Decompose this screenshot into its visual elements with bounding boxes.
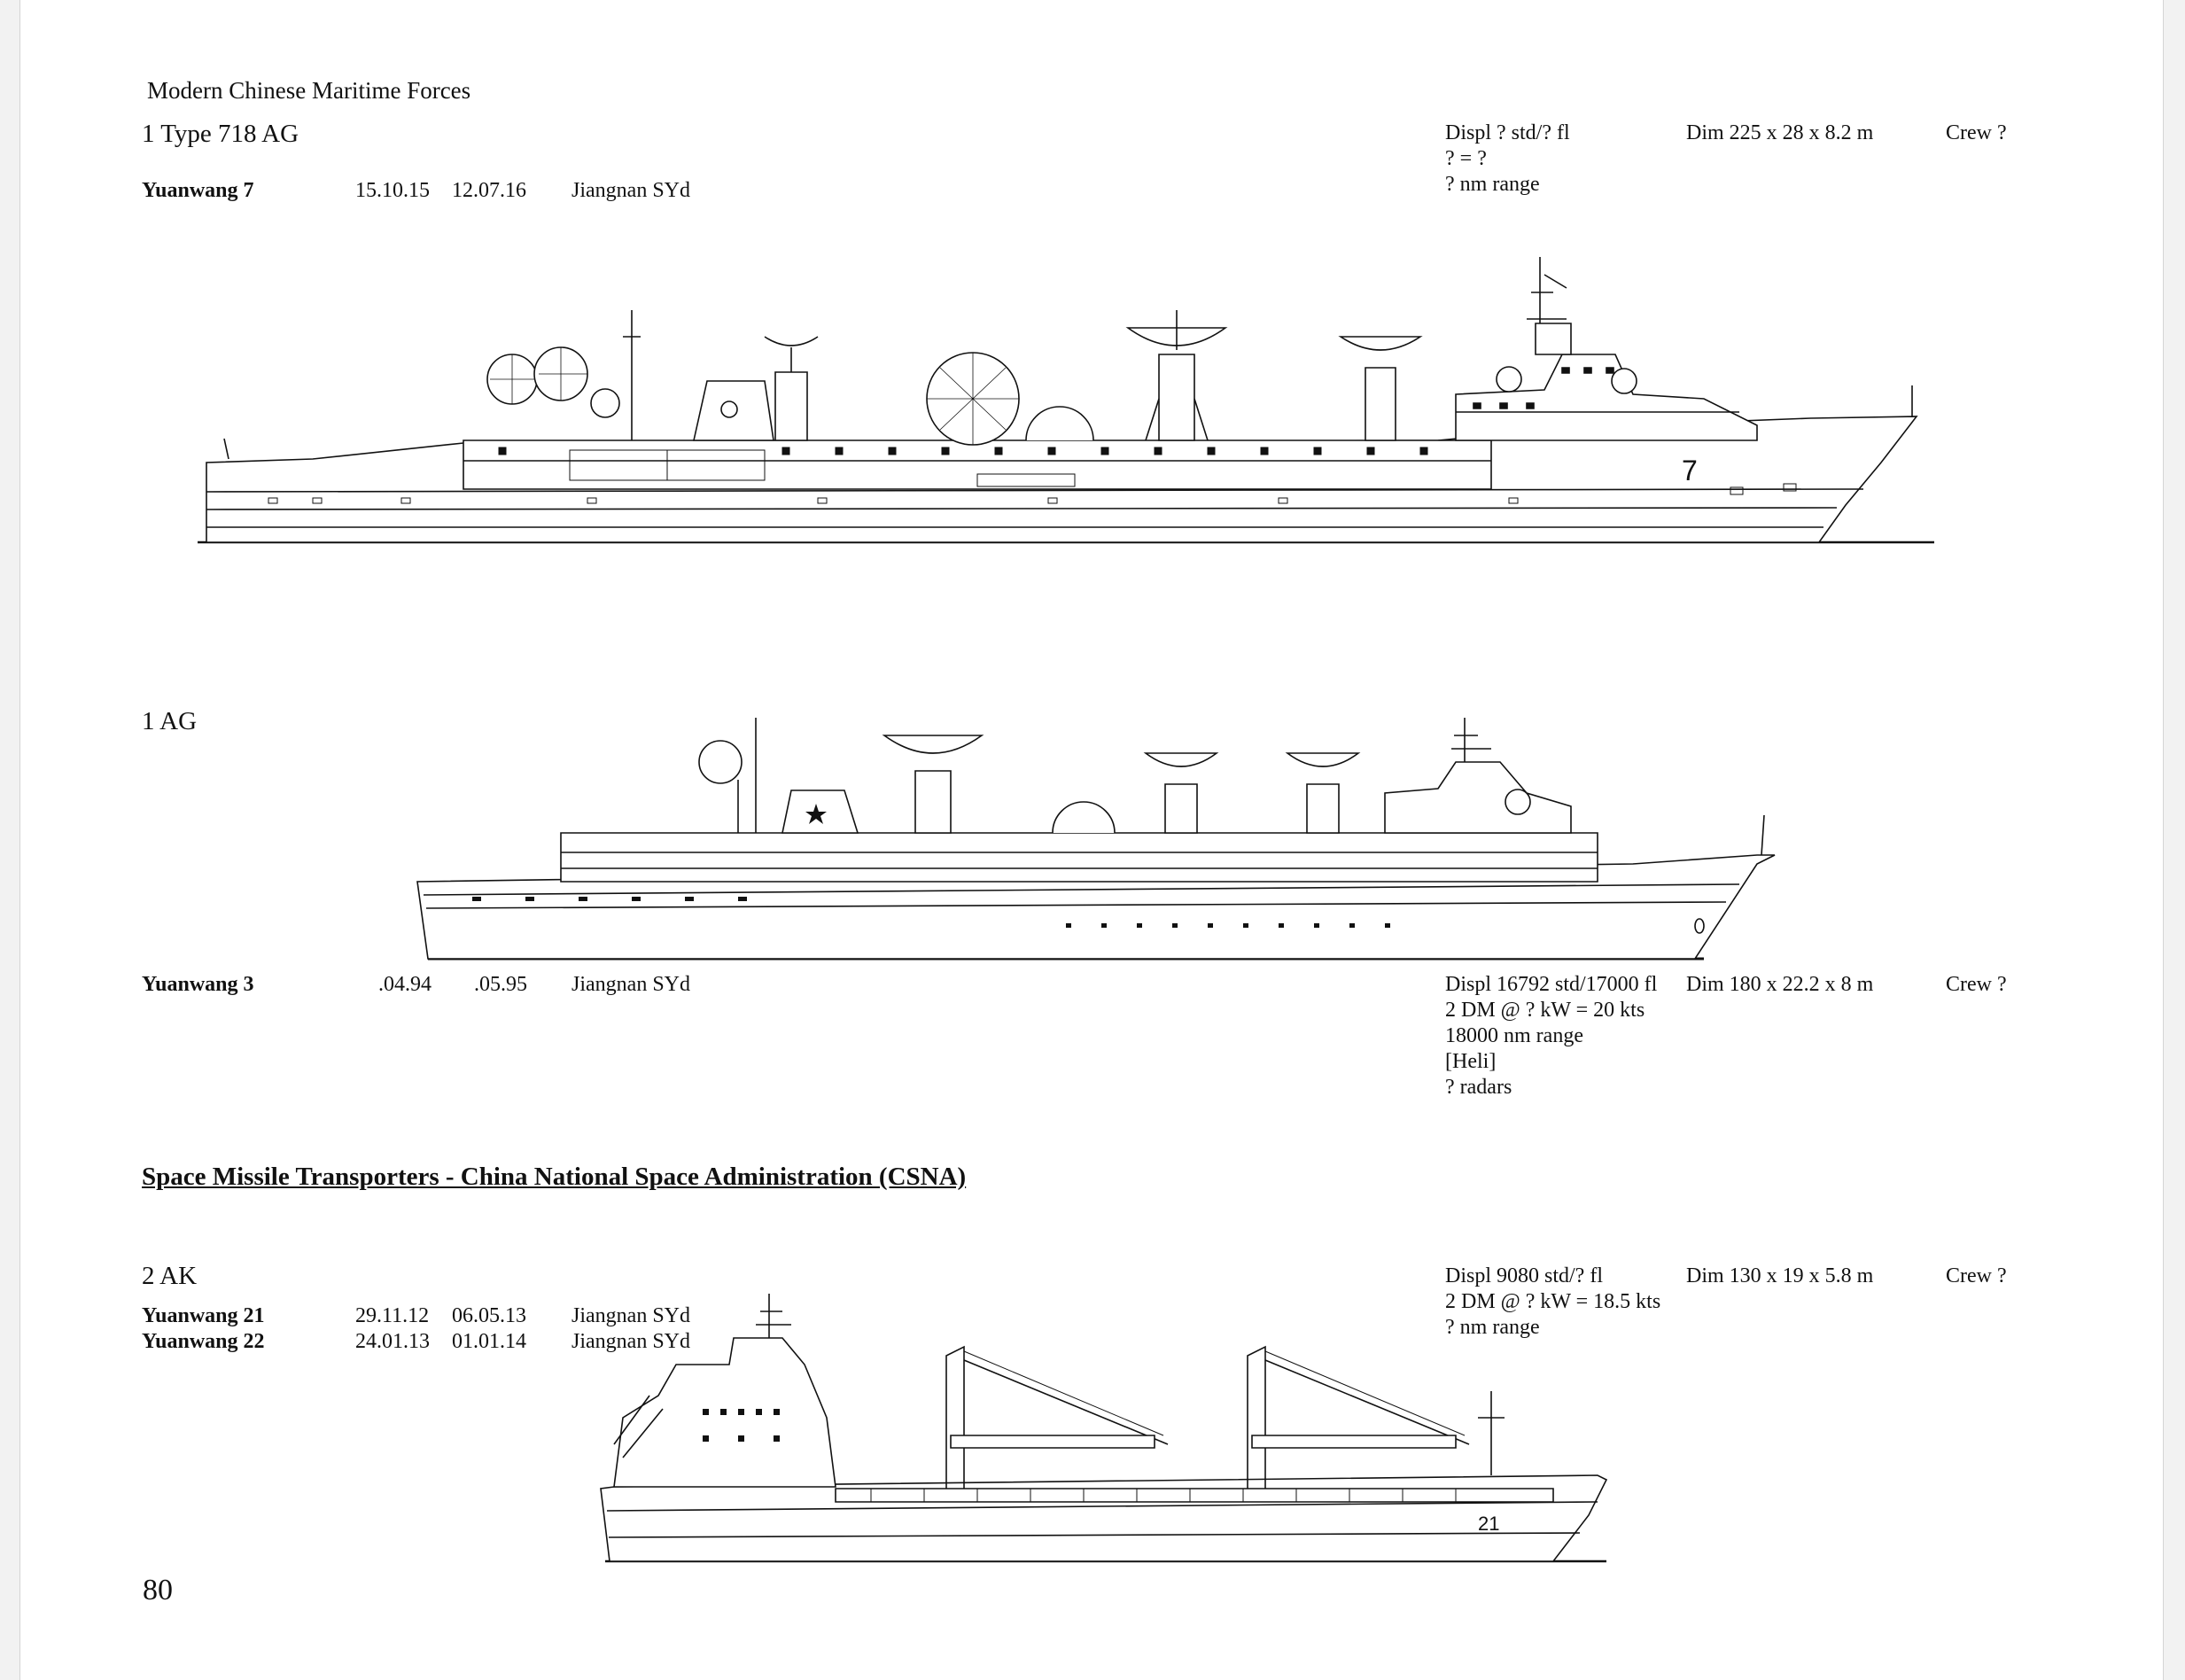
spec-power: ? = ?: [1445, 147, 1487, 170]
spec-range: 18000 nm range: [1445, 1024, 1583, 1047]
page-number: 80: [143, 1574, 173, 1606]
spec-radars: ? radars: [1445, 1076, 1512, 1099]
spec-dimensions: Dim 225 x 28 x 8.2 m: [1686, 121, 1874, 144]
spec-range: ? nm range: [1445, 1316, 1540, 1339]
ship-laid-date: 29.11.12: [355, 1304, 430, 1327]
ship-builder: Jiangnan SYd: [572, 973, 690, 996]
spec-range: ? nm range: [1445, 173, 1540, 196]
spec-displacement: Displ 9080 std/? fl: [1445, 1264, 1603, 1287]
running-header: Modern Chinese Maritime Forces: [147, 77, 471, 104]
section-heading: Space Missile Transporters - China Natio…: [142, 1163, 967, 1191]
spec-crew: Crew ?: [1946, 121, 2007, 144]
class-title-type-718: 1 Type 718 AG: [142, 120, 299, 148]
class-title-ak: 2 AK: [142, 1262, 198, 1290]
spec-displacement: Displ ? std/? fl: [1445, 121, 1570, 144]
ship-commission-date: .05.95: [474, 973, 527, 996]
ship-laid-date: 15.10.15: [355, 179, 430, 202]
ship-builder: Jiangnan SYd: [572, 1304, 690, 1327]
ship-laid-date: 24.01.13: [355, 1330, 430, 1353]
ship-commission-date: 01.01.14: [452, 1330, 526, 1353]
document-page: Modern Chinese Maritime Forces 1 Type 71…: [19, 0, 2164, 1680]
spec-crew: Crew ?: [1946, 973, 2007, 996]
spec-displacement: Displ 16792 std/17000 fl: [1445, 973, 1658, 996]
class-title-ag: 1 AG: [142, 707, 198, 735]
hull-number: 21: [1478, 1513, 1499, 1535]
ship-commission-date: 06.05.13: [452, 1304, 526, 1327]
ship-builder: Jiangnan SYd: [572, 179, 690, 202]
spec-dimensions: Dim 180 x 22.2 x 8 m: [1686, 973, 1874, 996]
hull-number: 7: [1682, 455, 1698, 486]
ship-builder: Jiangnan SYd: [572, 1330, 690, 1353]
ship-laid-date: .04.94: [378, 973, 432, 996]
spec-power: 2 DM @ ? kW = 20 kts: [1445, 999, 1645, 1022]
ship-drawing-yuanwang-3: [393, 709, 1792, 966]
ship-name: Yuanwang 22: [142, 1330, 265, 1353]
ship-name: Yuanwang 3: [142, 973, 254, 996]
ship-name: Yuanwang 21: [142, 1304, 265, 1327]
ship-commission-date: 12.07.16: [452, 179, 526, 202]
ship-drawing-yuanwang-7: 7: [198, 222, 1961, 549]
spec-dimensions: Dim 130 x 19 x 5.8 m: [1686, 1264, 1874, 1287]
ship-name: Yuanwang 7: [142, 179, 254, 202]
spec-crew: Crew ?: [1946, 1264, 2007, 1287]
spec-aviation: [Heli]: [1445, 1050, 1497, 1073]
spec-power: 2 DM @ ? kW = 18.5 kts: [1445, 1290, 1661, 1313]
ship-drawing-yuanwang-21: 21: [587, 1311, 1615, 1568]
